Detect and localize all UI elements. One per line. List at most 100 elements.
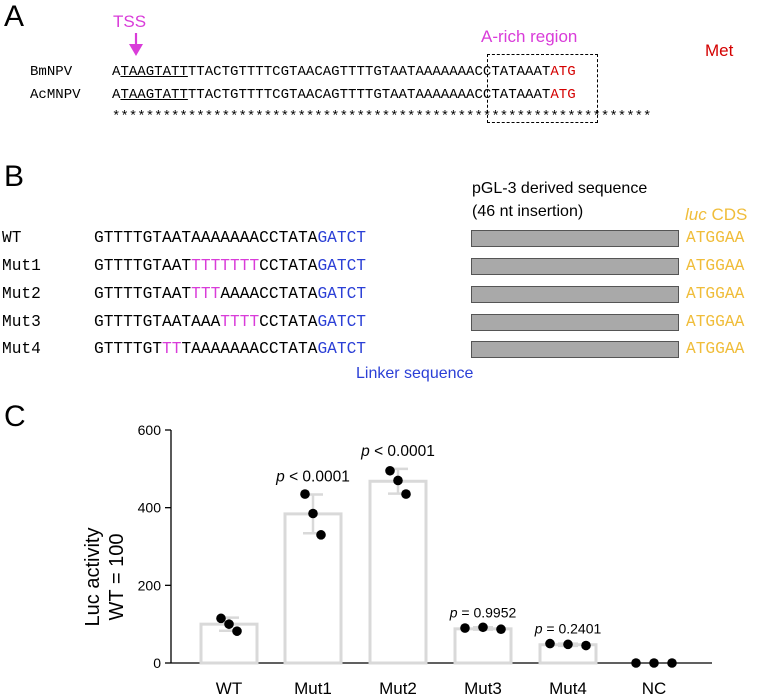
tss-arrow-icon	[129, 33, 143, 56]
construct-name: WT	[2, 229, 22, 247]
y-axis-label: Luc activity	[82, 528, 104, 627]
seq-row-bmnpv: BmNPV	[30, 64, 72, 80]
data-point	[545, 638, 555, 649]
seq-mid: TTACTGTTTTCGTAACAGTTTTGTAATAAAAAAACCTATA…	[187, 64, 551, 80]
mutated-bases: TTT	[191, 285, 221, 303]
panel-c-letter: C	[4, 400, 26, 433]
x-tick-label: Mut1	[294, 679, 332, 696]
data-point	[667, 658, 677, 668]
conservation-stars: ****************************************…	[112, 109, 652, 125]
data-point	[460, 623, 470, 633]
insertion-box	[471, 341, 679, 358]
species-name: AcMNPV	[30, 87, 81, 103]
data-point	[631, 658, 641, 668]
seq-acmnpv: ATAAGTATTTTACTGTTTTCGTAACAGTTTTGTAATAAAA…	[112, 87, 576, 103]
insertion-box	[471, 286, 679, 303]
cds-start: ATGGAA	[686, 313, 745, 331]
mutated-bases: TTTTTTT	[191, 257, 260, 275]
met-label: Met	[705, 41, 734, 60]
x-tick-label: Mut2	[379, 679, 417, 696]
construct-sequence: GTTTTGTTTTAAAAAAACCTATAGATCT	[94, 340, 366, 358]
arich-region-box	[487, 54, 598, 123]
cds-label: luc CDS	[685, 205, 747, 224]
construct-name: Mut3	[2, 313, 41, 331]
data-point	[401, 489, 411, 499]
arich-region-label: A-rich region	[481, 27, 578, 46]
seq-pre: A	[112, 87, 121, 103]
mutated-bases: TTTT	[220, 313, 260, 331]
y-tick-label: 600	[138, 422, 162, 438]
seq-atg: ATG	[550, 87, 576, 103]
p-value-annotation: p < 0.0001	[360, 443, 435, 460]
p-value-annotation: p = 0.9952	[449, 604, 517, 620]
construct-name: Mut2	[2, 285, 41, 303]
panel-b-letter: B	[4, 160, 25, 193]
construct-name: Mut1	[2, 257, 41, 275]
cds-start: ATGGAA	[686, 340, 745, 358]
data-point	[316, 530, 326, 540]
seq-pre: A	[112, 64, 121, 80]
cds-start: ATGGAA	[686, 229, 745, 247]
linker-bases: GATCT	[317, 313, 367, 331]
bar	[453, 627, 513, 665]
tss-label: TSS	[113, 12, 147, 31]
sequence-bases: GTTTTGT	[94, 340, 162, 358]
sequence-bases: GTTTTGTAAT	[94, 257, 192, 275]
data-point	[224, 619, 234, 629]
bar	[368, 479, 428, 665]
construct-sequence: GTTTTGTAATAAAAAAACCTATAGATCT	[94, 229, 366, 247]
x-tick-label: WT	[216, 679, 242, 696]
sequence-bases: TAAAAAAACCTATA	[181, 340, 318, 358]
panel-a-letter: A	[4, 0, 25, 33]
insertion-box	[471, 258, 679, 275]
linker-bases: GATCT	[317, 340, 367, 358]
data-point	[300, 489, 310, 499]
sequence-bases: GTTTTGTAATAAA	[94, 313, 221, 331]
y-tick-label: 0	[153, 655, 161, 671]
x-tick-label: Mut4	[549, 679, 587, 696]
insertion-box	[471, 230, 679, 247]
data-point	[308, 508, 318, 519]
construct-sequence: GTTTTGTAATAAATTTTCCTATAGATCT	[94, 313, 366, 331]
y-tick-label: 200	[138, 577, 162, 593]
species-name: BmNPV	[30, 64, 73, 80]
seq-mid: TTACTGTTTTCGTAACAGTTTTGTAATAAAAAAACCTATA…	[187, 87, 551, 103]
y-axis-label: WT = 100	[106, 534, 128, 621]
p-value-annotation: p = 0.2401	[534, 621, 602, 637]
insertion-box	[471, 314, 679, 331]
linker-label: Linker sequence	[356, 365, 474, 382]
data-point	[232, 626, 242, 636]
data-point	[496, 624, 506, 635]
data-point	[581, 640, 591, 651]
seq-row-acmnpv: AcMNPV	[30, 87, 81, 103]
sequence-bases: GTTTTGTAATAAAAAAACCTATA	[94, 229, 318, 247]
construct-sequence: GTTTTGTAATTTTAAAACCTATAGATCT	[94, 285, 366, 303]
construct-name: Mut4	[2, 340, 41, 358]
data-point	[649, 658, 659, 668]
seq-bmnpv: ATAAGTATTTTACTGTTTTCGTAACAGTTTTGTAATAAAA…	[112, 64, 576, 80]
linker-bases: GATCT	[317, 285, 367, 303]
insert-label-line2: (46 nt insertion)	[472, 203, 584, 220]
mutated-bases: TT	[162, 340, 182, 358]
x-tick-label: NC	[642, 679, 667, 696]
sequence-bases: AAAACCTATA	[220, 285, 318, 303]
data-point	[478, 622, 488, 633]
linker-bases: GATCT	[317, 257, 367, 275]
insert-label-line1: pGL-3 derived sequence	[472, 180, 648, 197]
seq-tss-underlined: TAAGTATT	[120, 87, 188, 103]
construct-sequence: GTTTTGTAATTTTTTTTCCTATAGATCT	[94, 257, 366, 275]
seq-tss-underlined: TAAGTATT	[120, 64, 188, 80]
sequence-bases: GTTTTGTAAT	[94, 285, 192, 303]
cds-start: ATGGAA	[686, 257, 745, 275]
y-tick-label: 400	[138, 500, 162, 516]
cds-label-gene: luc	[685, 205, 707, 224]
data-point	[216, 613, 226, 624]
seq-atg: ATG	[550, 64, 576, 80]
linker-bases: GATCT	[317, 229, 367, 247]
sequence-bases: CCTATA	[259, 257, 318, 275]
cds-label-rest: CDS	[706, 205, 748, 224]
data-point	[393, 475, 403, 486]
sequence-bases: CCTATA	[259, 313, 318, 331]
